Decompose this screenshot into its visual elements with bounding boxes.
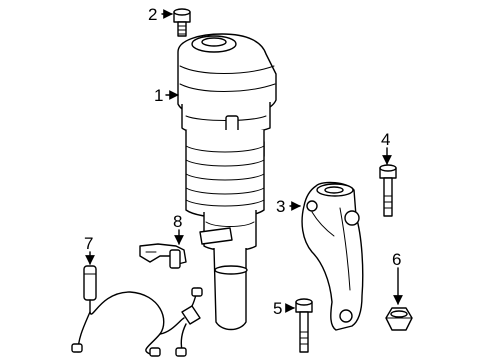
bolt-icon: [295, 298, 313, 353]
callout-1: 1: [154, 86, 163, 105]
callout-6: 6: [392, 250, 401, 269]
nut-icon: [385, 307, 413, 331]
callout-7: 7: [84, 234, 93, 253]
callout-4: 4: [381, 130, 390, 149]
air-strut-icon: [177, 33, 277, 331]
sensor-wire-icon: [71, 265, 203, 357]
leader-lines: [85, 9, 403, 313]
callout-8: 8: [173, 212, 182, 231]
callout-3: 3: [276, 197, 285, 216]
callout-5: 5: [273, 299, 282, 318]
callout-2: 2: [148, 5, 157, 24]
bolt-icon: [173, 8, 191, 37]
callout-labels: 1 2 3 4 5 6 7 8: [84, 5, 401, 318]
bolt-icon: [379, 164, 397, 217]
knuckle-bracket-icon: [301, 181, 364, 331]
bracket-icon: [139, 243, 187, 269]
